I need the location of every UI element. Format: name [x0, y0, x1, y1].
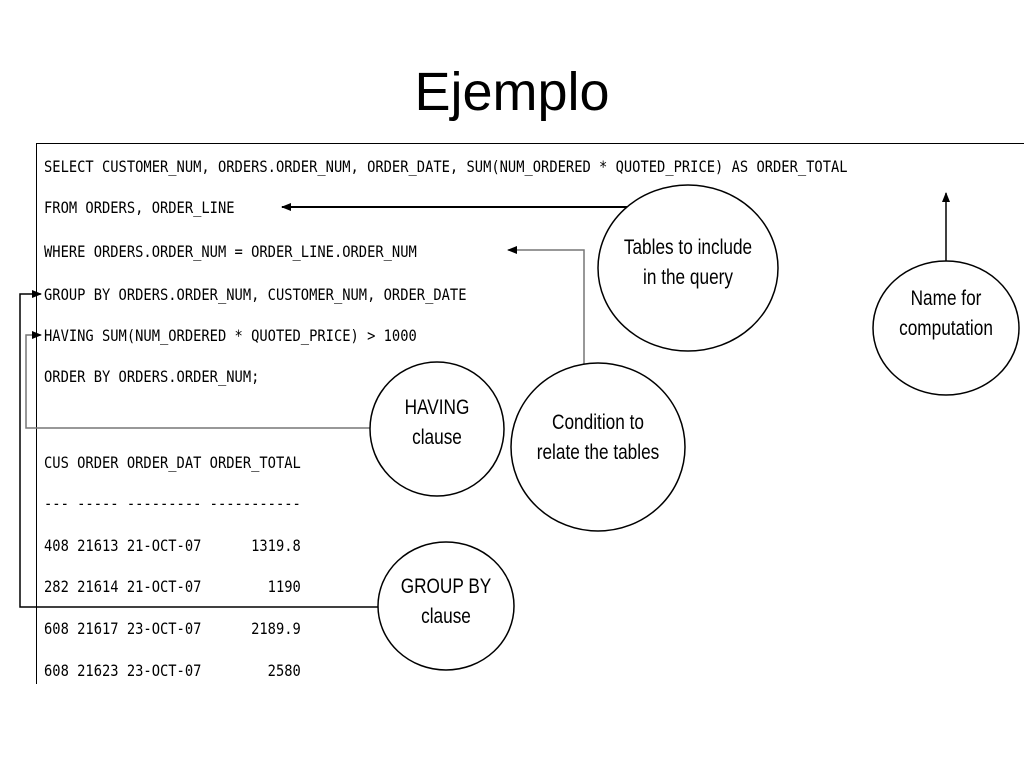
result-row: 608 21617 23-OCT-07 2189.9: [44, 619, 301, 638]
result-header: CUS ORDER ORDER_DAT ORDER_TOTAL: [44, 453, 301, 472]
having-callout-line: HAVING: [404, 396, 470, 419]
groupby-callout-line: GROUP BY: [400, 575, 492, 598]
sql-orderby-line: ORDER BY ORDERS.ORDER_NUM;: [44, 367, 260, 386]
sql-having-line: HAVING SUM(NUM_ORDERED * QUOTED_PRICE) >…: [44, 326, 417, 345]
name-callout-line: Name for: [910, 287, 982, 310]
sql-where-line: WHERE ORDERS.ORDER_NUM = ORDER_LINE.ORDE…: [44, 242, 417, 261]
name-callout-line: computation: [899, 317, 993, 340]
groupby-callout-text: GROUP BY clause: [393, 572, 500, 632]
tables-callout-text: Tables to include in the query: [614, 233, 762, 293]
having-callout-line: clause: [412, 426, 462, 449]
sql-from-line: FROM ORDERS, ORDER_LINE: [44, 198, 235, 217]
sql-select-line: SELECT CUSTOMER_NUM, ORDERS.ORDER_NUM, O…: [44, 157, 848, 176]
sql-groupby-line: GROUP BY ORDERS.ORDER_NUM, CUSTOMER_NUM,…: [44, 285, 467, 304]
result-separator: --- ----- --------- -----------: [44, 494, 301, 513]
tables-callout-line: in the query: [643, 266, 733, 289]
name-callout-text: Name for computation: [889, 284, 1004, 344]
condition-callout-text: Condition to relate the tables: [524, 408, 672, 468]
condition-callout-line: relate the tables: [536, 441, 660, 464]
result-row: 282 21614 21-OCT-07 1190: [44, 577, 301, 596]
result-row: 608 21623 23-OCT-07 2580: [44, 661, 301, 680]
having-callout-text: HAVING clause: [388, 393, 486, 453]
groupby-callout-line: clause: [421, 605, 471, 628]
slide-title: Ejemplo: [414, 62, 610, 122]
result-row: 408 21613 21-OCT-07 1319.8: [44, 536, 301, 555]
tables-callout-line: Tables to include: [623, 236, 753, 259]
condition-callout-line: Condition to: [552, 411, 644, 434]
